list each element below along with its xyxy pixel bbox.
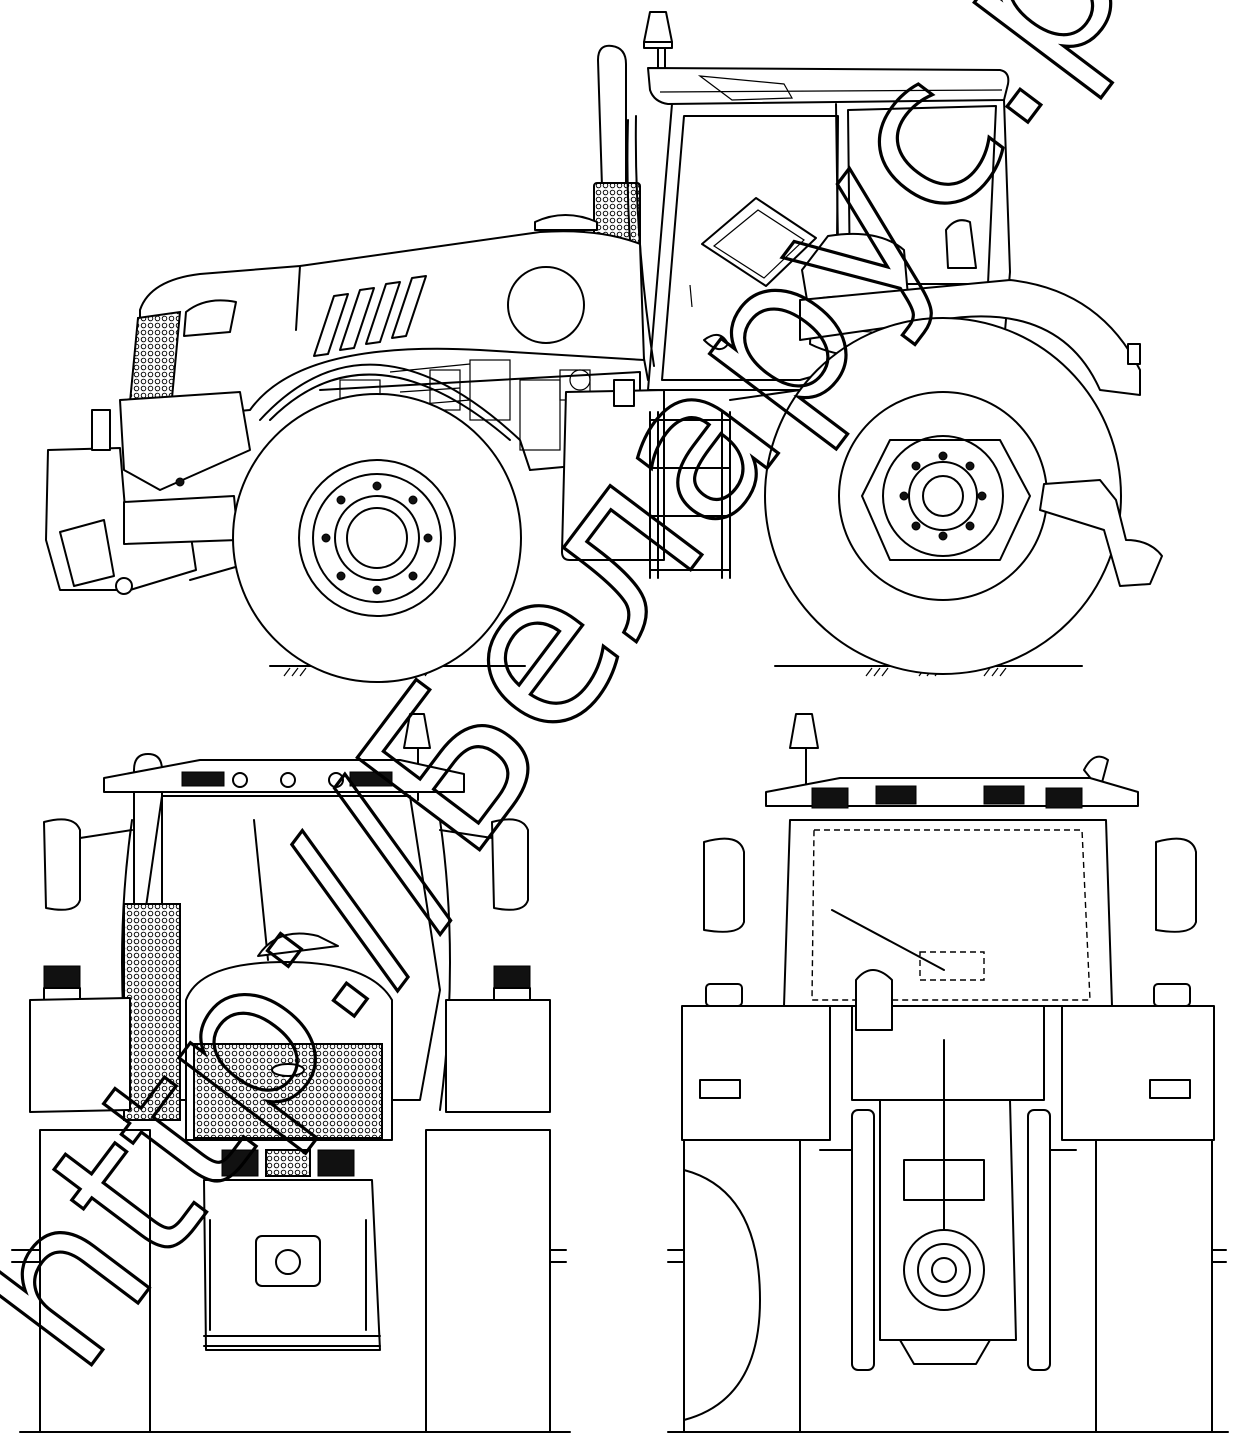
left-rear-fender — [681, 1005, 831, 1141]
front-fender — [259, 363, 531, 471]
side-view — [45, 11, 1163, 683]
front-view — [11, 713, 571, 1433]
rear-hitch — [819, 1039, 1077, 1371]
rear-left-tire — [683, 1139, 801, 1433]
left-mirror — [703, 837, 745, 933]
left-mirror — [43, 818, 81, 911]
rear-wheel — [764, 317, 1122, 675]
rear-right-tire — [1095, 1139, 1213, 1433]
exhaust-guard — [123, 903, 181, 1121]
right-mirror — [491, 818, 529, 911]
rear-hitch — [1039, 479, 1163, 587]
steering-wheel — [701, 197, 817, 287]
side-mirror — [945, 219, 977, 269]
fuel-tank — [561, 389, 665, 561]
front-left-tire — [39, 1129, 151, 1433]
cab-rear-window — [783, 819, 1113, 1007]
cab-roof — [765, 777, 1139, 807]
headlight — [183, 299, 237, 337]
right-rear-fender — [1061, 1005, 1215, 1141]
right-mirror — [1155, 837, 1197, 933]
rear-view — [667, 713, 1229, 1433]
cab-steps — [649, 411, 731, 579]
front-ballast — [119, 391, 251, 491]
front-wheel — [232, 393, 522, 683]
hood-vents — [313, 275, 427, 357]
front-grille — [128, 310, 182, 404]
front-grille — [193, 1043, 383, 1139]
rear-fender — [799, 279, 1141, 396]
front-right-tire — [425, 1129, 551, 1433]
